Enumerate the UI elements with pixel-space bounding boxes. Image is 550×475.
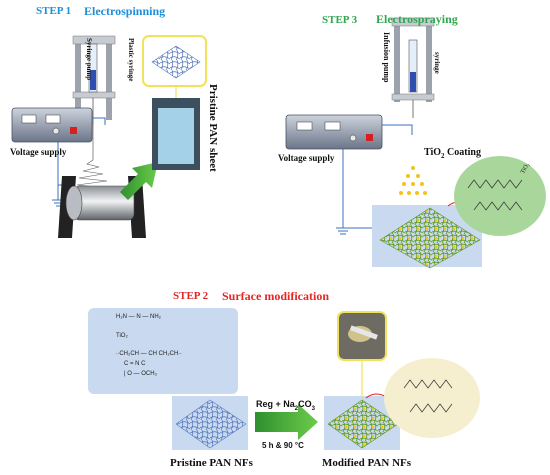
legend-chain-mid: C = N C xyxy=(124,361,146,367)
step3-title: Electrospraying xyxy=(376,12,458,26)
step2-reagent-label: Reg + Na2CO3 xyxy=(256,399,315,412)
step1-pan-sheet-inset xyxy=(142,35,207,98)
step2-molecule-bubble xyxy=(384,358,480,438)
step3-syringe-label: syringe xyxy=(433,52,441,74)
step3-step-label: STEP 3 xyxy=(322,14,358,26)
step1-step-label: STEP 1 xyxy=(36,5,72,17)
step1-sheet-label: Pristine PAN sheet xyxy=(207,84,219,172)
step2-title: Surface modification xyxy=(222,289,329,303)
step3-wiring xyxy=(336,124,413,235)
legend-tio2: TiO₂ xyxy=(116,333,128,339)
step2-legend-panel xyxy=(88,308,238,394)
legend-amine-formula: H₂N — N — NH₂ xyxy=(116,314,161,320)
step2-photo-inset xyxy=(337,311,387,398)
step1-title: Electrospinning xyxy=(84,4,166,18)
step3-voltage-label: Voltage supply xyxy=(278,153,335,163)
step1-pump-label: Syringe pump xyxy=(85,38,93,81)
step1-green-arrow xyxy=(120,162,158,200)
step3-coating-label: TiO2 Coating xyxy=(424,147,481,160)
step3-voltage-supply-box xyxy=(285,114,383,150)
step2-pristine-membrane xyxy=(172,396,248,450)
step2-green-arrow xyxy=(255,404,318,440)
step2-pristine-label: Pristine PAN NFs xyxy=(170,457,253,469)
step3-molecule-bubble xyxy=(454,156,546,236)
step3-pump-label: Infusion pump xyxy=(382,32,391,83)
step1-syringe-pump xyxy=(72,35,116,125)
step3-infusion-pump xyxy=(391,17,435,118)
legend-chain-bot: | O — OCH₃ xyxy=(124,371,158,377)
step2-step-label: STEP 2 xyxy=(173,290,209,302)
legend-chain-top: ∙∙CH₂CH — CH CH₂CH∙∙ xyxy=(116,351,182,357)
step1-voltage-supply-box xyxy=(11,107,93,143)
step2-conditions-label: 5 h & 90 °C xyxy=(262,441,304,450)
step1-pan-sheet-photo xyxy=(152,98,200,170)
step2-modified-label: Modified PAN NFs xyxy=(322,457,412,469)
step1-syringe-label: Plastic syringe xyxy=(127,38,135,82)
step1-spinning-jet xyxy=(76,125,110,189)
step1-voltage-label: Voltage supply xyxy=(10,147,67,157)
step3-spray-droplets xyxy=(399,166,427,195)
